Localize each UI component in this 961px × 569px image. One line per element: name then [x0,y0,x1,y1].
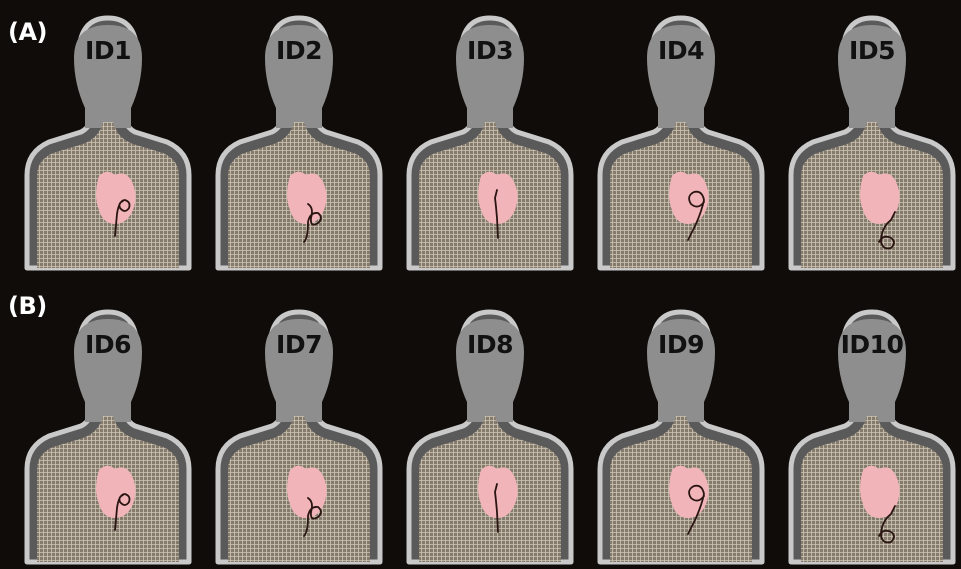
torso-phantom-id9: ID9 [592,304,770,569]
torso-phantom-id1: ID1 [19,10,197,275]
phantom-id-label: ID4 [592,36,770,65]
torso-phantom-id2: ID2 [210,10,388,275]
torso-phantom-id10: ID10 [783,304,961,569]
torso-phantom-id5: ID5 [783,10,961,275]
torso-phantom-id4: ID4 [592,10,770,275]
phantom-id-label: ID2 [210,36,388,65]
phantom-id-label: ID3 [401,36,579,65]
phantom-id-label: ID6 [19,330,197,359]
torso-phantom-id6: ID6 [19,304,197,569]
phantom-id-label: ID1 [19,36,197,65]
torso-phantom-id3: ID3 [401,10,579,275]
phantom-id-label: ID10 [783,330,961,359]
phantom-id-label: ID5 [783,36,961,65]
phantom-id-label: ID9 [592,330,770,359]
torso-phantom-id8: ID8 [401,304,579,569]
phantom-id-label: ID8 [401,330,579,359]
torso-phantom-id7: ID7 [210,304,388,569]
phantom-id-label: ID7 [210,330,388,359]
